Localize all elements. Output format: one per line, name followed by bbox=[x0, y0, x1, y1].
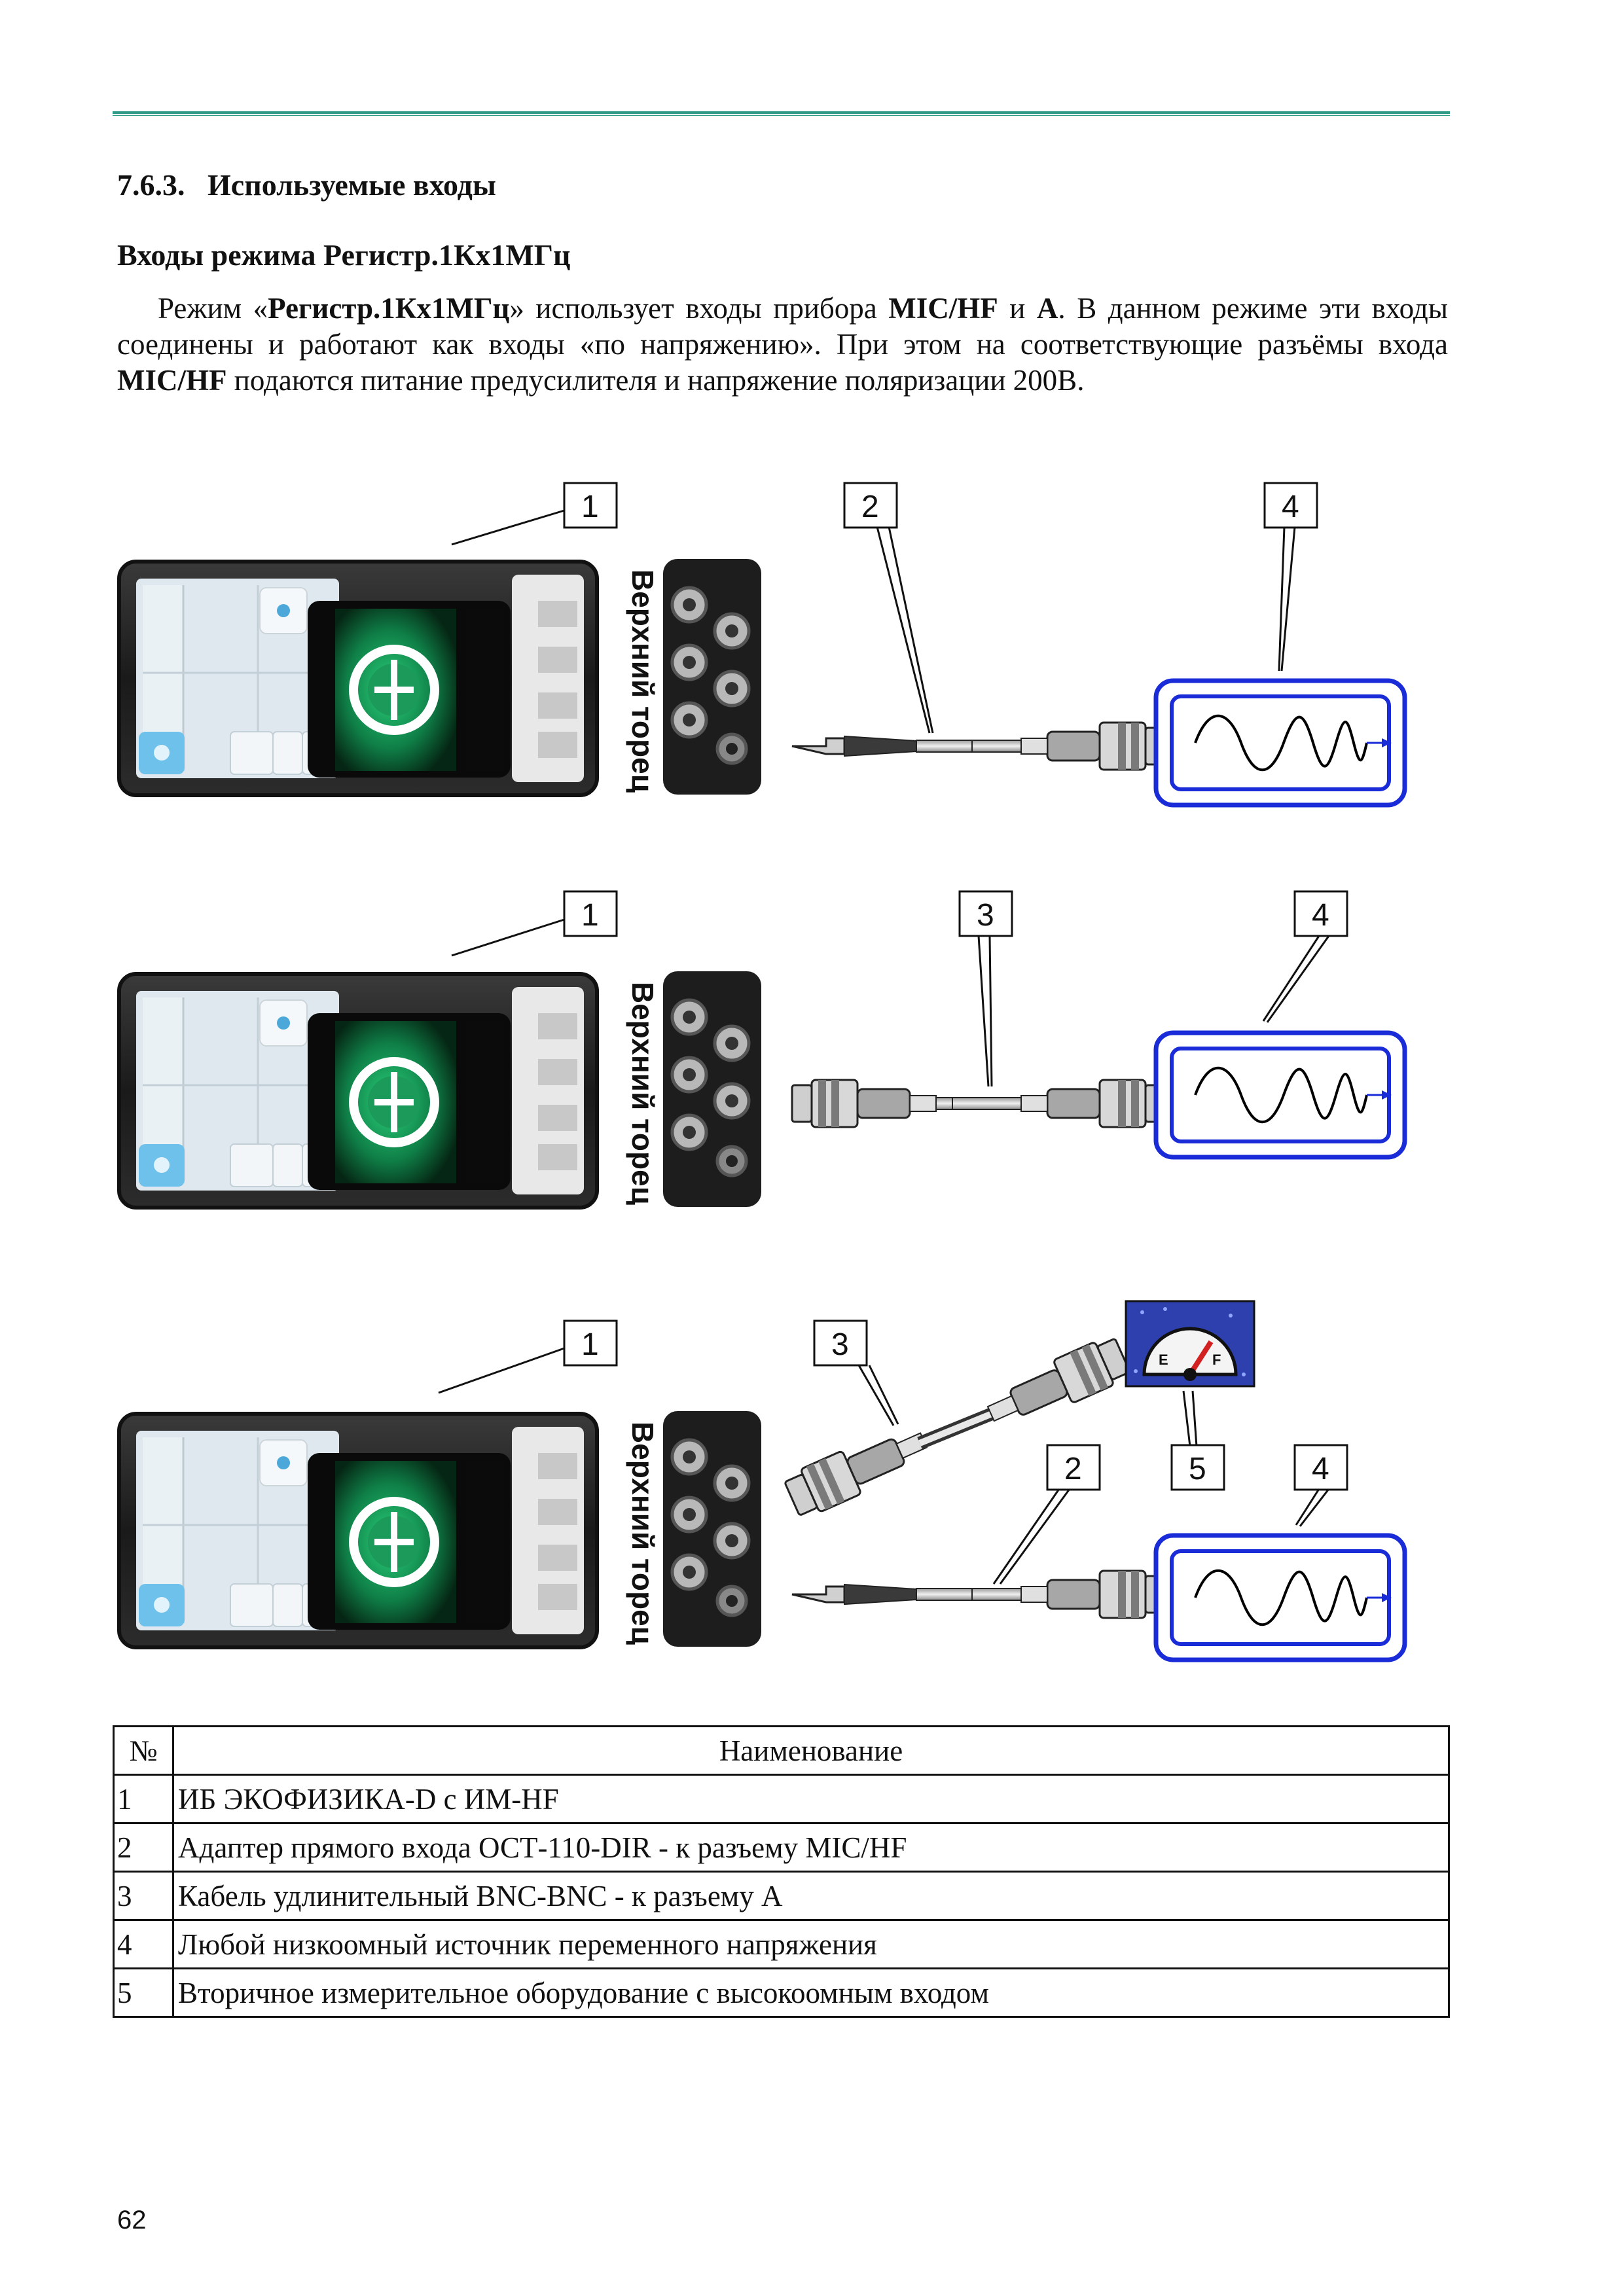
callout-leader bbox=[1262, 935, 1330, 1023]
callout-number: 1 bbox=[581, 1327, 599, 1362]
adapter-cable bbox=[791, 1570, 1166, 1619]
device-unit bbox=[119, 562, 597, 795]
mode-name: Регистр.1Кх1МГц bbox=[268, 292, 510, 325]
callout-number: 2 bbox=[861, 490, 879, 524]
page-number: 62 bbox=[117, 2206, 147, 2234]
callout-box bbox=[563, 890, 618, 937]
callout-number: 5 bbox=[1189, 1452, 1206, 1486]
callout-number: 4 bbox=[1282, 490, 1299, 524]
callout-number: 2 bbox=[1064, 1452, 1082, 1486]
callout-leader bbox=[992, 1488, 1071, 1585]
header-rule-thin bbox=[113, 115, 1450, 116]
connector-panel bbox=[663, 971, 761, 1207]
row-name: Вторичное измерительное оборудование с в… bbox=[172, 1967, 1450, 2018]
svg-text:F: F bbox=[1212, 1352, 1221, 1368]
callout-leader bbox=[1278, 526, 1296, 672]
para-text: . В данном режиме эти входы соединены и … bbox=[117, 292, 1448, 361]
callout-number: 3 bbox=[831, 1327, 849, 1362]
callout-number: 4 bbox=[1312, 1452, 1329, 1486]
callout-box bbox=[958, 890, 1013, 937]
para-text: подаются питание предусилителя и напряже… bbox=[226, 364, 1085, 397]
table-row: 5 Вторичное измерительное оборудование с… bbox=[113, 1967, 1450, 2018]
top-face-label: Верхний торец bbox=[626, 982, 660, 1205]
subsection-title: Входы режима Регистр.1Кх1МГц bbox=[117, 238, 571, 272]
connector-panel bbox=[663, 1411, 761, 1647]
table-row: 4 Любой низкоомный источник переменного … bbox=[113, 1919, 1450, 1969]
section-title: Используемые входы bbox=[208, 168, 496, 202]
callout-leader bbox=[857, 1365, 899, 1426]
panel-2: Верхний торец 1 3 4 bbox=[119, 890, 1405, 1208]
device-unit bbox=[119, 1414, 597, 1647]
voltage-source bbox=[1156, 1033, 1405, 1157]
row-number: 5 bbox=[113, 1967, 174, 2018]
callout-leader bbox=[876, 526, 934, 734]
callout-leader bbox=[451, 918, 565, 957]
row-number: 1 bbox=[113, 1774, 174, 1824]
table-row: 3 Кабель удлинительный BNC-BNC - к разъе… bbox=[113, 1871, 1450, 1921]
parts-table: № Наименование 1 ИБ ЭКОФИЗИКА-D с ИМ-HF … bbox=[113, 1725, 1450, 2018]
svg-text:E: E bbox=[1159, 1352, 1168, 1368]
connection-diagram: Верхний торец 1 2 4 Верхний торец bbox=[0, 482, 1624, 1702]
callout-box bbox=[843, 482, 898, 529]
row-name: Любой низкоомный источник переменного на… bbox=[172, 1919, 1450, 1969]
row-name: Кабель удлинительный BNC-BNC - к разъему… bbox=[172, 1871, 1450, 1921]
top-face-label: Верхний торец bbox=[626, 1422, 660, 1645]
callout-leader bbox=[1295, 1488, 1330, 1527]
voltage-source bbox=[1156, 1535, 1405, 1660]
row-name: Адаптер прямого входа ОСТ-110-DIR - к ра… bbox=[172, 1822, 1450, 1873]
panel-3: Верхний торец E F 1 3 bbox=[119, 1300, 1405, 1660]
meter-icon: E F bbox=[1125, 1300, 1255, 1388]
table-header-row: № Наименование bbox=[113, 1725, 1450, 1776]
callout-box bbox=[1263, 482, 1318, 529]
callout-box bbox=[563, 1319, 618, 1367]
callout-box bbox=[1170, 1444, 1225, 1491]
panel-1: Верхний торец 1 2 4 bbox=[119, 482, 1405, 805]
connector-panel bbox=[663, 559, 761, 795]
header-rule bbox=[113, 111, 1450, 114]
callout-leader bbox=[438, 1347, 565, 1394]
table-row: 1 ИБ ЭКОФИЗИКА-D с ИМ-HF bbox=[113, 1774, 1450, 1824]
column-header-number: № bbox=[113, 1725, 174, 1776]
top-face-label: Верхний торец bbox=[626, 569, 660, 793]
device-unit bbox=[119, 974, 597, 1208]
callout-box bbox=[563, 482, 618, 529]
input-mic-hf: MIC/HF bbox=[888, 292, 998, 325]
section-heading: 7.6.3. Используемые входы bbox=[117, 168, 496, 202]
voltage-source bbox=[1156, 681, 1405, 805]
section-number: 7.6.3. bbox=[117, 168, 185, 202]
row-number: 3 bbox=[113, 1871, 174, 1921]
para-text: » использует входы прибора bbox=[509, 292, 889, 325]
callout-box bbox=[1293, 890, 1348, 937]
callout-box bbox=[1046, 1444, 1101, 1491]
para-text: и bbox=[998, 292, 1037, 325]
table-row: 2 Адаптер прямого входа ОСТ-110-DIR - к … bbox=[113, 1822, 1450, 1873]
row-number: 2 bbox=[113, 1822, 174, 1873]
input-a: A bbox=[1036, 292, 1058, 325]
bnc-extension-cable bbox=[791, 1079, 1166, 1128]
column-header-name: Наименование bbox=[172, 1725, 1450, 1776]
row-number: 4 bbox=[113, 1919, 174, 1969]
callout-number: 3 bbox=[977, 898, 994, 933]
callout-number: 1 bbox=[581, 898, 599, 933]
callout-box bbox=[1293, 1444, 1348, 1491]
row-name: ИБ ЭКОФИЗИКА-D с ИМ-HF bbox=[172, 1774, 1450, 1824]
adapter-cable bbox=[791, 721, 1166, 771]
callout-number: 1 bbox=[581, 490, 599, 524]
callout-leader bbox=[1182, 1390, 1198, 1447]
input-mic-hf: MIC/HF bbox=[117, 364, 227, 397]
bnc-extension-cable bbox=[781, 1333, 1133, 1522]
para-text: Режим « bbox=[158, 292, 268, 325]
callout-leader bbox=[451, 509, 565, 546]
callout-leader bbox=[977, 935, 993, 1087]
callout-number: 4 bbox=[1312, 898, 1329, 933]
callout-box bbox=[813, 1319, 868, 1367]
intro-paragraph: Режим «Регистр.1Кх1МГц» использует входы… bbox=[117, 291, 1448, 399]
